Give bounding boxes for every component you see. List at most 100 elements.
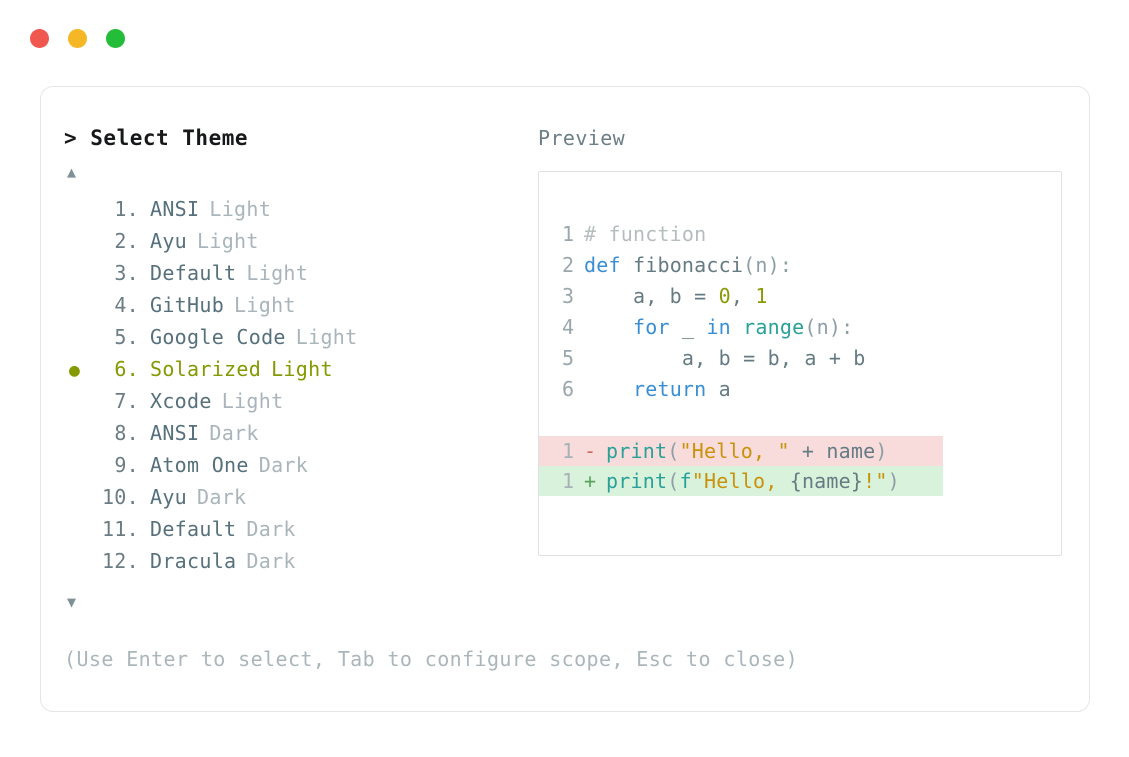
theme-item-index: 5.: [114, 325, 139, 349]
keyboard-hint: (Use Enter to select, Tab to configure s…: [64, 647, 799, 671]
theme-item-name: Default: [150, 261, 237, 285]
theme-item-variant: Dark: [246, 549, 296, 573]
code-token: a: [706, 377, 731, 401]
code-line-text: # function: [584, 219, 706, 250]
code-token: ): [887, 469, 900, 493]
diff-line-text: print(f"Hello, {name}!"): [606, 466, 900, 496]
theme-item-index: 2.: [114, 229, 139, 253]
code-token: [731, 315, 743, 339]
theme-item-index: 12.: [101, 549, 139, 573]
code-line: 6 return a: [539, 374, 1061, 405]
code-token: # function: [584, 222, 707, 246]
theme-item-index: 6.: [114, 357, 139, 381]
theme-item-variant: Dark: [209, 421, 259, 445]
theme-item-variant: Light: [246, 261, 309, 285]
code-token: "Hello, ": [679, 439, 790, 463]
theme-item-index: 7.: [114, 389, 139, 413]
theme-item-variant: Light: [295, 325, 358, 349]
theme-item-name: Solarized: [150, 357, 262, 381]
code-token: print: [606, 439, 668, 463]
theme-item-variant: Light: [271, 357, 333, 381]
theme-item-index: 1.: [114, 197, 139, 221]
code-token: a, b =: [584, 284, 719, 308]
code-token: print: [606, 469, 668, 493]
code-line-text: return a: [584, 374, 731, 405]
code-token: "Hello,: [691, 469, 790, 493]
theme-item-name: Xcode: [150, 389, 212, 413]
theme-item-index: 9.: [114, 453, 139, 477]
theme-item-index: 10.: [101, 485, 139, 509]
selected-bullet-icon: ●: [69, 360, 80, 381]
theme-item-variant: Light: [209, 197, 272, 221]
code-token: 1: [755, 284, 768, 308]
code-token: in: [706, 315, 731, 339]
code-token: (n):: [804, 315, 854, 339]
line-number: 5: [561, 346, 574, 370]
theme-list-item[interactable]: 8. ANSI Dark: [64, 417, 534, 449]
preview-label: Preview: [538, 126, 626, 150]
code-token: 0: [718, 284, 731, 308]
line-number: 1: [561, 469, 574, 493]
theme-item-name: ANSI: [150, 421, 200, 445]
scroll-down-icon[interactable]: ▼: [67, 593, 77, 611]
theme-list-item[interactable]: 11. Default Dark: [64, 513, 534, 545]
diff-minus-icon: -: [584, 439, 597, 463]
theme-item-variant: Dark: [258, 453, 309, 477]
theme-item-name: Default: [150, 517, 237, 541]
code-token: f: [679, 469, 692, 493]
code-token: range: [743, 315, 805, 339]
theme-list-item[interactable]: ● 6. Solarized Light: [64, 353, 534, 385]
theme-item-name: GitHub: [150, 293, 225, 317]
code-token: def: [584, 253, 633, 277]
page-title: > Select Theme: [64, 126, 249, 150]
minimize-dot[interactable]: [68, 29, 87, 48]
diff-plus-icon: +: [584, 469, 597, 493]
diff-line-text: print("Hello, " + name): [606, 436, 888, 466]
code-token: ): [875, 439, 888, 463]
theme-list-item[interactable]: 9. Atom One Dark: [64, 449, 534, 481]
theme-item-index: 11.: [101, 517, 139, 541]
scroll-up-icon[interactable]: ▲: [67, 163, 77, 181]
theme-item-name: ANSI: [150, 197, 200, 221]
theme-list-item[interactable]: 5. Google Code Light: [64, 321, 534, 353]
code-token: (: [667, 439, 680, 463]
code-line: 1 # function: [539, 219, 1061, 250]
code-line-text: for _ in range(n):: [584, 312, 853, 343]
code-token: +: [789, 439, 827, 463]
close-dot[interactable]: [30, 29, 49, 48]
theme-list-item[interactable]: 1. ANSI Light: [64, 193, 534, 225]
diff-removed-line: 1-print("Hello, " + name): [539, 436, 943, 466]
code-line-text: a, b = 0, 1: [584, 281, 768, 312]
code-token: ,: [730, 284, 756, 308]
theme-item-index: 8.: [114, 421, 139, 445]
code-token: fibonacci: [632, 253, 744, 277]
line-number: 1: [561, 222, 574, 246]
theme-item-name: Atom One: [150, 453, 249, 477]
code-token: (n):: [743, 253, 793, 277]
theme-list-item[interactable]: 7. Xcode Light: [64, 385, 534, 417]
maximize-dot[interactable]: [106, 29, 125, 48]
theme-item-variant: Light: [221, 389, 284, 413]
code-line-text: def fibonacci(n):: [584, 250, 792, 281]
code-token: {name}: [789, 469, 864, 493]
theme-item-name: Google Code: [150, 325, 286, 349]
theme-item-index: 3.: [114, 261, 139, 285]
code-token: for: [632, 315, 670, 339]
theme-item-variant: Light: [234, 293, 296, 317]
theme-item-variant: Light: [197, 229, 259, 253]
theme-item-variant: Dark: [197, 485, 247, 509]
code-token: !": [863, 469, 888, 493]
code-token: [584, 315, 633, 339]
theme-list-item[interactable]: 3. Default Light: [64, 257, 534, 289]
code-line-text: a, b = b, a + b: [584, 343, 866, 374]
theme-item-variant: Dark: [246, 517, 296, 541]
